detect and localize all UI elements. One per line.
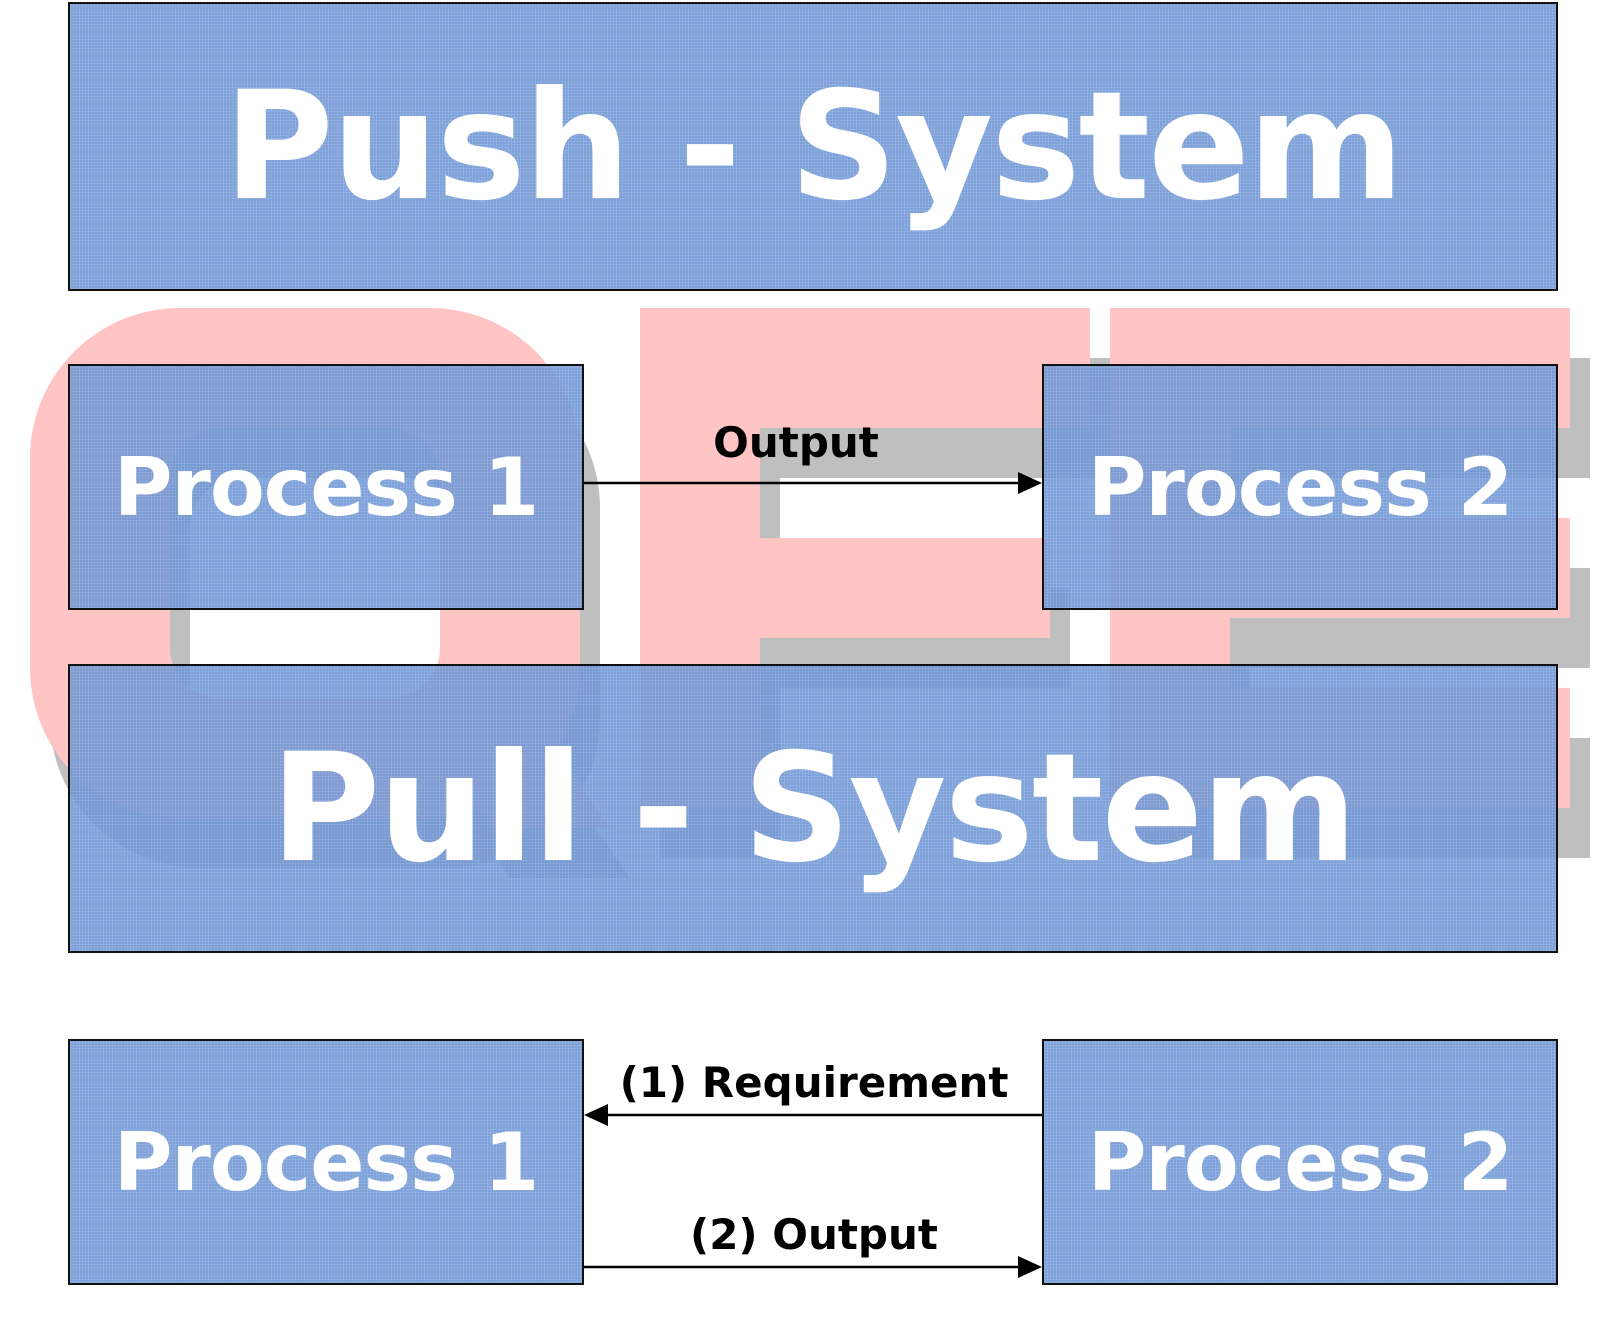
push-process-1-label: Process 1 [113, 440, 539, 534]
push-output-arrow [584, 472, 1042, 494]
push-process-1-box: Process 1 [68, 364, 584, 610]
pull-output-label: (2) Output [690, 1210, 938, 1259]
pull-process-2-box: Process 2 [1042, 1039, 1558, 1285]
push-output-label: Output [713, 418, 879, 467]
push-process-2-box: Process 2 [1042, 364, 1558, 610]
pull-system-title: Pull - System [270, 721, 1357, 896]
pull-requirement-arrow [584, 1104, 1042, 1126]
push-system-banner: Push - System [68, 2, 1558, 291]
pull-process-2-label: Process 2 [1087, 1115, 1513, 1209]
push-system-title: Push - System [223, 59, 1404, 234]
pull-requirement-label: (1) Requirement [619, 1058, 1009, 1107]
pull-process-1-box: Process 1 [68, 1039, 584, 1285]
push-process-2-label: Process 2 [1087, 440, 1513, 534]
pull-process-1-label: Process 1 [113, 1115, 539, 1209]
pull-system-banner: Pull - System [68, 664, 1558, 953]
pull-output-arrow [584, 1256, 1042, 1278]
